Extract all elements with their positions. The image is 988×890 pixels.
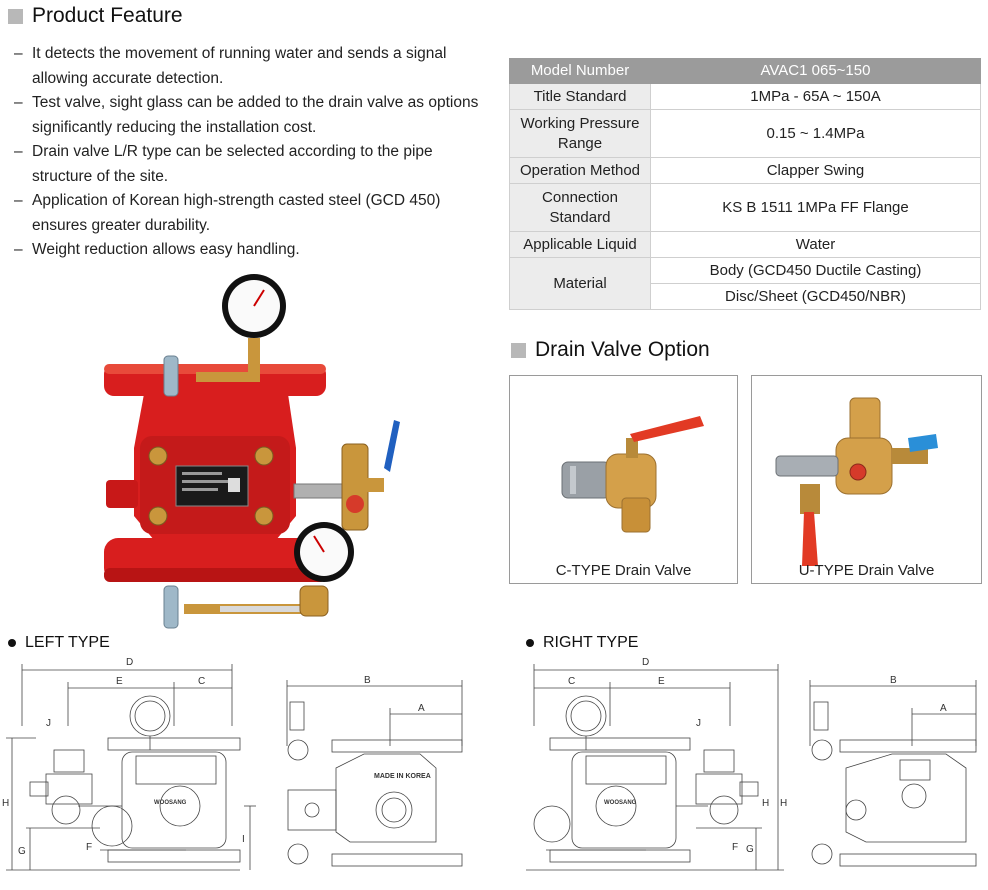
dim-label-a: A — [940, 703, 947, 714]
feature-item: –It detects the movement of running wate… — [14, 45, 447, 87]
right-type-label: RIGHT TYPE — [526, 634, 638, 652]
u-type-caption: U-TYPE Drain Valve — [798, 562, 935, 579]
drain-option-title: Drain Valve Option — [511, 338, 710, 362]
spec-value: Body (GCD450 Ductile Casting) — [650, 257, 981, 284]
c-type-valve-image — [561, 416, 704, 533]
spec-label: Material — [509, 257, 651, 310]
product-feature-title: Product Feature — [8, 4, 183, 28]
spec-header-row: Model Number AVAC1 065~150 — [509, 58, 981, 84]
spec-value: Clapper Swing — [650, 157, 981, 184]
left-type-drawing: D E C B A J H G F I MADE IN KOREA WOOSAN… — [2, 657, 463, 871]
spec-row: Title Standard 1MPa - 65A ~ 150A — [509, 83, 981, 110]
dim-label-g: G — [746, 844, 754, 855]
dim-label-c: C — [198, 676, 205, 687]
u-type-valve-image — [775, 397, 938, 566]
bullet-icon — [8, 639, 16, 647]
spec-value: Disc/Sheet (GCD450/NBR) — [650, 283, 981, 310]
spec-value: 0.15 ~ 1.4MPa — [650, 109, 981, 158]
dim-label-h: H — [2, 798, 9, 809]
dim-label-d: D — [642, 657, 649, 668]
spec-label: Title Standard — [509, 83, 651, 110]
dim-label-j: J — [46, 718, 51, 729]
c-type-caption: C-TYPE Drain Valve — [555, 562, 692, 579]
u-type-card: U-TYPE Drain Valve — [751, 375, 982, 584]
feature-list: –It detects the movement of running wate… — [14, 42, 480, 263]
spec-label: Operation Method — [509, 157, 651, 184]
right-type-drawing: D C E B A J H H G F WOOSANG — [526, 657, 977, 871]
spec-label: Model Number — [509, 58, 651, 84]
spec-value: KS B 1511 1MPa FF Flange — [650, 183, 981, 232]
feature-item: –Weight reduction allows easy handling. — [14, 241, 300, 258]
feature-item: –Drain valve L/R type can be selected ac… — [14, 143, 433, 185]
spec-value: AVAC1 065~150 — [650, 58, 981, 84]
section-square-icon — [8, 8, 23, 24]
spec-row: Operation Method Clapper Swing — [509, 157, 981, 184]
dim-label-h: H — [762, 798, 769, 809]
spec-table: Model Number AVAC1 065~150 Title Standar… — [509, 58, 981, 310]
nameplate-made-in-text: MADE IN KOREA — [374, 773, 431, 780]
dim-label-i: I — [242, 834, 245, 845]
left-type-label: LEFT TYPE — [8, 634, 110, 652]
spec-label: Working Pressure Range — [509, 109, 651, 158]
c-type-card: C-TYPE Drain Valve — [509, 375, 738, 584]
spec-row: Connection Standard KS B 1511 1MPa FF Fl… — [509, 183, 981, 232]
alarm-valve-photo — [104, 274, 400, 629]
dim-label-b: B — [890, 675, 897, 686]
dim-label-g: G — [18, 846, 26, 857]
spec-value: 1MPa - 65A ~ 150A — [650, 83, 981, 110]
dim-label-b: B — [364, 675, 371, 686]
dim-label-f: F — [86, 842, 92, 853]
section-square-icon — [511, 342, 526, 358]
spec-label: Applicable Liquid — [509, 231, 651, 258]
dim-label-h-outer: H — [780, 798, 787, 809]
dim-label-e: E — [116, 676, 123, 687]
dim-label-a: A — [418, 703, 425, 714]
spec-row: Disc/Sheet (GCD450/NBR) — [510, 283, 981, 310]
spec-row: Material Body (GCD450 Ductile Casting) — [509, 257, 981, 310]
spec-row: Working Pressure Range 0.15 ~ 1.4MPa — [509, 109, 981, 158]
dim-label-d: D — [126, 657, 133, 668]
bullet-icon — [526, 639, 534, 647]
spec-row: Applicable Liquid Water — [509, 231, 981, 258]
dim-label-j: J — [696, 718, 701, 729]
spec-value: Water — [650, 231, 981, 258]
feature-item: –Test valve, sight glass can be added to… — [14, 94, 479, 136]
spec-label: Connection Standard — [509, 183, 651, 232]
nameplate-brand-text: WOOSANG — [604, 800, 637, 806]
nameplate-brand-text: WOOSANG — [154, 800, 187, 806]
dim-label-f: F — [732, 842, 738, 853]
feature-item: –Application of Korean high-strength cas… — [14, 192, 441, 234]
dim-label-e: E — [658, 676, 665, 687]
dim-label-c: C — [568, 676, 575, 687]
